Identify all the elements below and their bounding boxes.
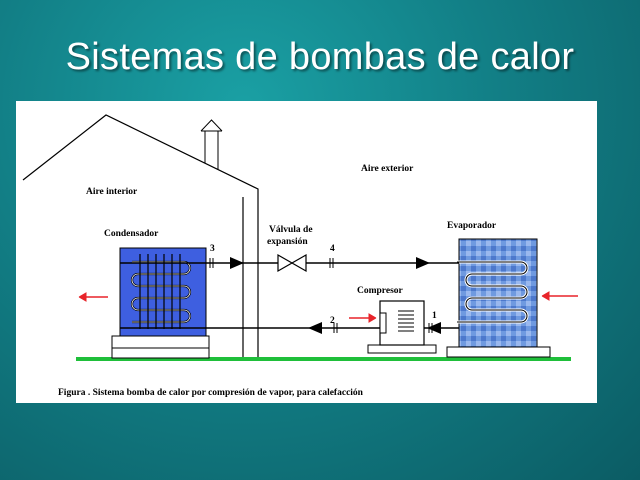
heat-arrow-in [541,291,578,301]
heat-arrow-out [78,292,108,302]
point-2: 2 [330,316,335,326]
flow-arrow-4 [416,257,430,269]
label-condensador: Condensador [104,229,159,239]
label-evaporador: Evaporador [447,221,497,231]
condenser-fins [139,254,181,329]
point-1: 1 [432,311,437,321]
label-aire-exterior: Aire exterior [361,164,414,174]
label-valvula-1: Válvula de [269,225,313,235]
label-valvula-2: expansión [267,237,308,247]
house-outline [22,114,259,359]
label-aire-interior: Aire interior [86,187,138,197]
point-ticks [209,258,433,333]
point-3: 3 [210,244,215,254]
heat-pump-diagram: Aire interior Aire exterior Condensador … [16,101,597,403]
point-4: 4 [330,244,335,254]
flow-arrow-1 [427,322,441,334]
flow-arrow-3 [230,257,244,269]
condenser-foot [111,335,210,349]
flow-arrow-2 [308,322,322,334]
ground-line [76,357,571,361]
condenser-base [111,347,210,359]
compressor [367,300,437,354]
expansion-valve [277,253,307,273]
diagram-canvas: Aire interior Aire exterior Condensador … [22,114,578,398]
condenser-coil-highlight [131,261,191,323]
label-compresor: Compresor [357,286,404,296]
evaporator-coil-outline [457,261,528,323]
roof-vent [200,119,223,169]
evaporator-base [446,346,551,358]
figure-caption: Figura . Sistema bomba de calor por comp… [58,388,364,398]
heat-arrow-compressor [349,313,377,323]
slide-title: Sistemas de bombas de calor [65,36,575,78]
